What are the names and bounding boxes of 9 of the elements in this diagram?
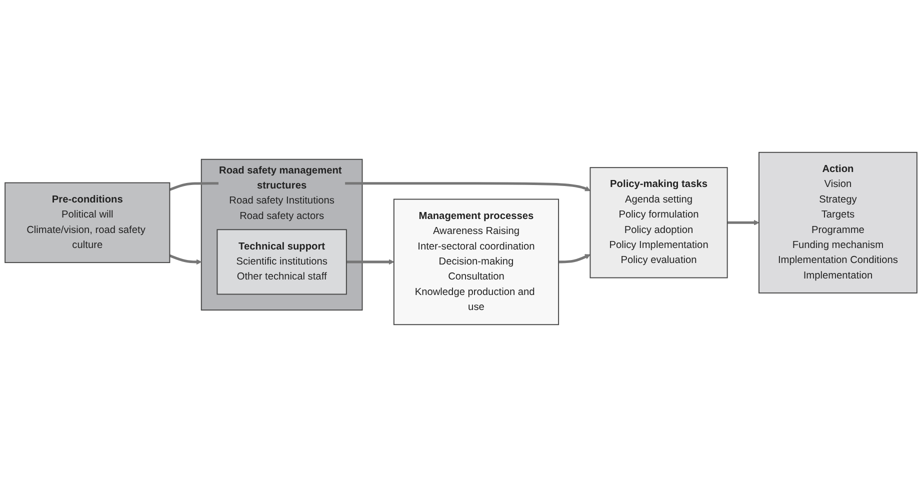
node-box: Policy-making tasks Agenda setting Policy formulation Policy adoption Policy Implementation Policy evaluation xyxy=(590,167,728,278)
node-box: Technical support Scientific institutions Other technical staff xyxy=(216,229,347,295)
node-box: Management processes Awareness Raising Inter-sectoral coordination Decision-making Consultation Knowledge production and use xyxy=(393,198,560,326)
node-box: Action Vision Strategy Targets Programme Funding mechanism Implementation Conditions Implementation xyxy=(758,152,918,294)
arrow xyxy=(346,259,394,265)
node-box: Pre-conditions Political will Climate/vision, road safety culture xyxy=(4,182,170,264)
arrow xyxy=(558,254,590,264)
arrow xyxy=(727,220,760,226)
arrow xyxy=(169,254,202,265)
